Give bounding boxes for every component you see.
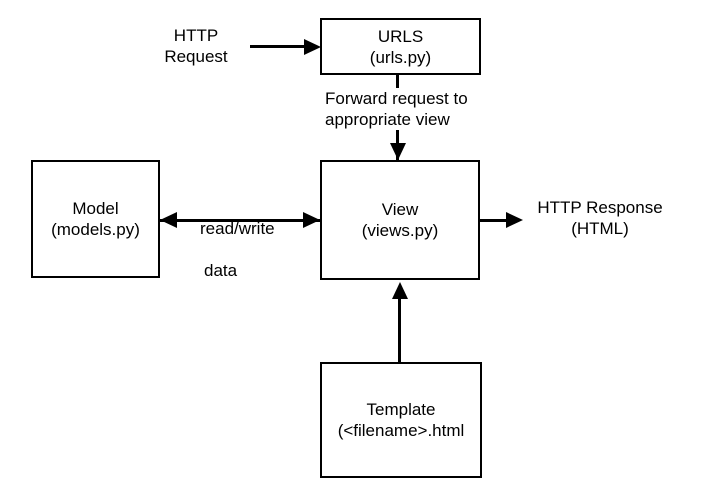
http-response-label: HTTP Response (HTML) xyxy=(537,198,663,238)
view-box: View (views.py) xyxy=(320,160,480,280)
model-box-title: Model xyxy=(72,199,119,218)
view-box-subtitle: (views.py) xyxy=(361,221,439,240)
template-box-title: Template xyxy=(366,400,436,419)
read-write-line2: data xyxy=(200,260,242,281)
model-box-subtitle: (models.py) xyxy=(51,220,140,239)
arrowhead-up-icon xyxy=(391,282,408,299)
http-request-label: HTTP Request xyxy=(164,26,228,66)
read-write-line1: read/write xyxy=(200,219,275,238)
arrowhead-right-icon xyxy=(304,38,321,55)
urls-box: URLS (urls.py) xyxy=(320,18,481,75)
arrow-line xyxy=(160,218,320,222)
template-box-subtitle: (<filename>.html xyxy=(337,421,465,440)
forward-request-label: Forward request to appropriate view xyxy=(325,88,468,130)
arrow-line xyxy=(480,218,507,222)
read-write-label: read/write data xyxy=(200,197,275,281)
arrow-line xyxy=(398,296,401,362)
model-box: Model (models.py) xyxy=(31,160,160,278)
arrowhead-right-icon xyxy=(303,212,320,228)
view-box-title: View xyxy=(381,200,419,219)
arrowhead-down-icon xyxy=(389,143,406,160)
arrowhead-right-icon xyxy=(506,212,523,228)
urls-box-subtitle: (urls.py) xyxy=(369,47,432,67)
template-box: Template (<filename>.html xyxy=(320,362,482,478)
arrow-line xyxy=(250,45,306,48)
urls-box-title: URLS xyxy=(377,26,424,46)
arrowhead-left-icon xyxy=(160,212,177,228)
